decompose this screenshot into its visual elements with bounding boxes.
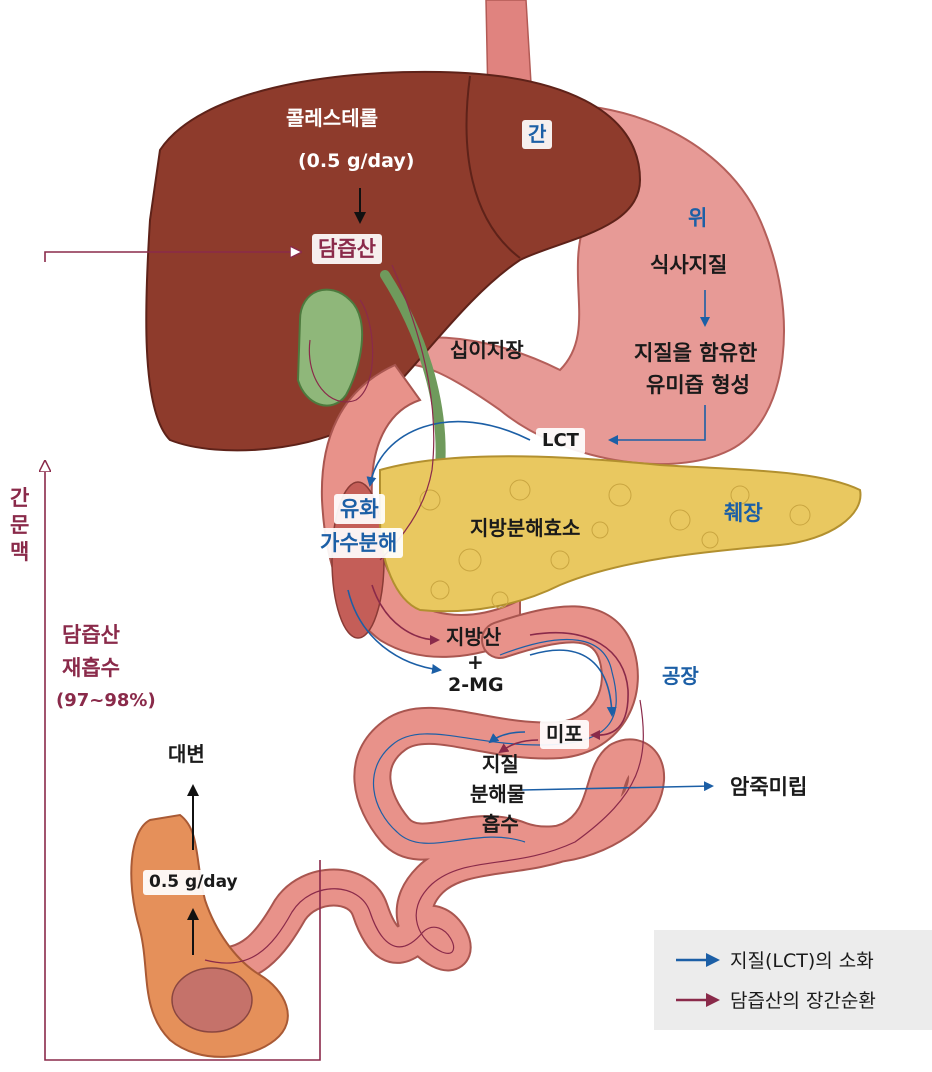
chylomicron-label: 암죽미립: [730, 774, 807, 800]
pancreas-label: 췌장: [724, 500, 763, 526]
reabsorb-line2: 재흡수: [62, 655, 120, 681]
absorb-line2: 분해물: [470, 782, 525, 807]
stomach-label: 위: [688, 205, 707, 231]
emulsify-label: 유화: [334, 494, 385, 524]
2mg-label: 2-MG: [448, 674, 504, 698]
blue-arrow-icon: [676, 953, 720, 967]
chyme-line1: 지질을 함유한: [634, 340, 757, 366]
cholesterol-amount-label: (0.5 g/day): [298, 150, 414, 174]
portal-vein-char-3: 맥: [10, 539, 29, 565]
micelle-label: 미포: [540, 720, 589, 749]
lipase-label: 지방분해효소: [470, 516, 580, 541]
chyme-line2: 유미즙 형성: [646, 372, 750, 398]
feces-label: 대변: [168, 742, 205, 767]
small-intestine: [210, 624, 646, 965]
plus-label: +: [467, 650, 484, 675]
legend-item-lipid: 지질(LCT)의 소화: [676, 946, 874, 973]
legend: 지질(LCT)의 소화 담즙산의 장간순환: [654, 930, 932, 1030]
reabsorb-line1: 담즙산: [62, 622, 120, 648]
legend-bile-label: 담즙산의 장간순환: [730, 986, 876, 1013]
legend-item-bile: 담즙산의 장간순환: [676, 986, 876, 1013]
hydrolysis-label: 가수분해: [314, 528, 403, 558]
fatty-acid-label: 지방산: [446, 625, 501, 650]
duodenum-label: 십이지장: [450, 338, 524, 363]
absorb-line1: 지질: [482, 752, 519, 777]
liver-label: 간: [522, 120, 552, 149]
cholesterol-label: 콜레스테롤: [286, 106, 378, 131]
legend-lipid-label: 지질(LCT)의 소화: [730, 946, 874, 973]
bile-acid-label: 담즙산: [312, 234, 382, 264]
maroon-arrow-icon: [676, 993, 720, 1007]
dietary-lipid-label: 식사지질: [650, 252, 727, 278]
pancreas: [380, 456, 860, 611]
jejunum-label: 공장: [662, 664, 699, 689]
portal-vein-char-2: 문: [10, 512, 29, 538]
absorb-line3: 흡수: [482, 812, 519, 837]
lct-label: LCT: [536, 428, 585, 455]
feces-amount-label: 0.5 g/day: [143, 870, 244, 895]
reabsorb-line3: (97~98%): [56, 690, 156, 713]
rectum-opening: [172, 968, 252, 1032]
portal-vein-char-1: 간: [10, 485, 29, 511]
